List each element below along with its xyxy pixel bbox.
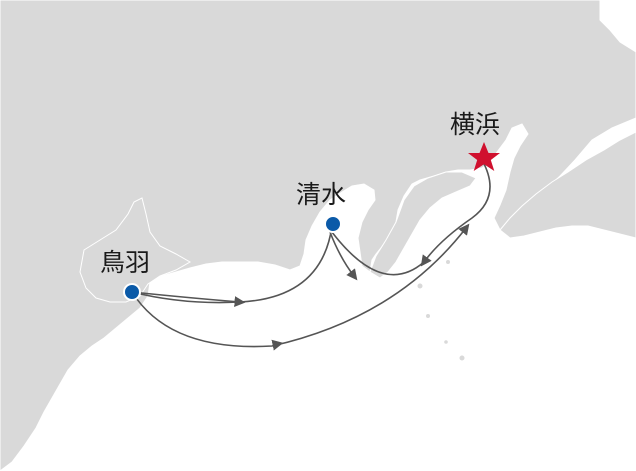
route-shimizu-to-toba-arrow [329, 231, 358, 281]
toba-port-marker[interactable] [123, 283, 141, 301]
route-yokohama-to-shimizu [420, 159, 491, 267]
land-boso-peninsula [499, 131, 636, 239]
land-izu-peninsula [369, 171, 477, 279]
port-label-shimizu: 清水 [296, 180, 347, 209]
route-toba-arrow [131, 291, 246, 308]
island [417, 283, 423, 289]
island [444, 340, 448, 344]
port-label-toba: 鳥羽 [100, 248, 151, 277]
island [26, 101, 34, 109]
land-shima-peninsula [79, 197, 192, 303]
yokohama-star-marker[interactable] [468, 142, 500, 171]
shimizu-port-marker[interactable] [324, 215, 342, 233]
island [15, 121, 21, 127]
island [426, 314, 430, 318]
island [459, 355, 465, 361]
island [446, 260, 450, 264]
route-shimizu-to-toba [325, 223, 425, 276]
port-label-yokohama: 横浜 [450, 110, 501, 139]
